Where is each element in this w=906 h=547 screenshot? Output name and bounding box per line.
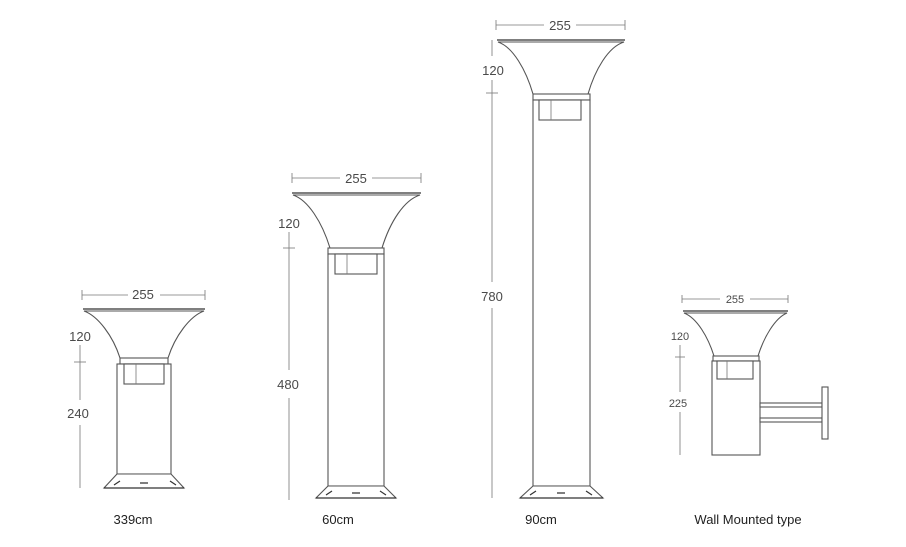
lamp-caption: 60cm bbox=[322, 512, 354, 527]
width-dim-label: 255 bbox=[549, 18, 571, 33]
lamp-sensor-box bbox=[716, 360, 754, 380]
lamp-base bbox=[518, 485, 605, 499]
lamp-90: 255 120 780 bbox=[481, 18, 626, 499]
width-dim-label: 255 bbox=[132, 287, 154, 302]
lamp-339: 255 120 240 bbox=[67, 287, 206, 489]
lamp-base bbox=[314, 485, 398, 499]
body-dim-label: 225 bbox=[669, 398, 687, 410]
head-dim-label: 120 bbox=[69, 329, 91, 344]
lamp-caption: 90cm bbox=[525, 512, 557, 527]
lamp-caption: Wall Mounted type bbox=[694, 512, 801, 527]
lamp-base bbox=[102, 473, 186, 489]
width-dim-label: 255 bbox=[726, 294, 744, 306]
lamp-wall: 255 120 225 bbox=[669, 294, 829, 456]
wall-bracket-arm bbox=[759, 402, 823, 408]
lamp-head bbox=[683, 312, 788, 357]
body-dim-label: 780 bbox=[481, 289, 503, 304]
lamp-caption: 339cm bbox=[113, 512, 152, 527]
wall-plate bbox=[821, 386, 829, 440]
lamp-collar bbox=[119, 357, 169, 365]
lamp-head bbox=[497, 41, 625, 95]
wall-bracket-arm bbox=[759, 417, 823, 423]
body-dim-label: 480 bbox=[277, 377, 299, 392]
lamp-pole bbox=[327, 253, 385, 487]
head-dim-label: 120 bbox=[278, 216, 300, 231]
lamp-head bbox=[83, 310, 205, 359]
lamp-pole bbox=[532, 99, 591, 487]
width-dim-label: 255 bbox=[345, 171, 367, 186]
lamp-sensor-box bbox=[538, 99, 582, 121]
lamp-60: 255 120 480 bbox=[277, 171, 422, 500]
head-dim-label: 120 bbox=[482, 63, 504, 78]
lamp-sensor-box bbox=[334, 253, 378, 275]
lamp-head bbox=[292, 194, 421, 249]
body-dim-label: 240 bbox=[67, 406, 89, 421]
head-dim-label: 120 bbox=[671, 331, 689, 343]
